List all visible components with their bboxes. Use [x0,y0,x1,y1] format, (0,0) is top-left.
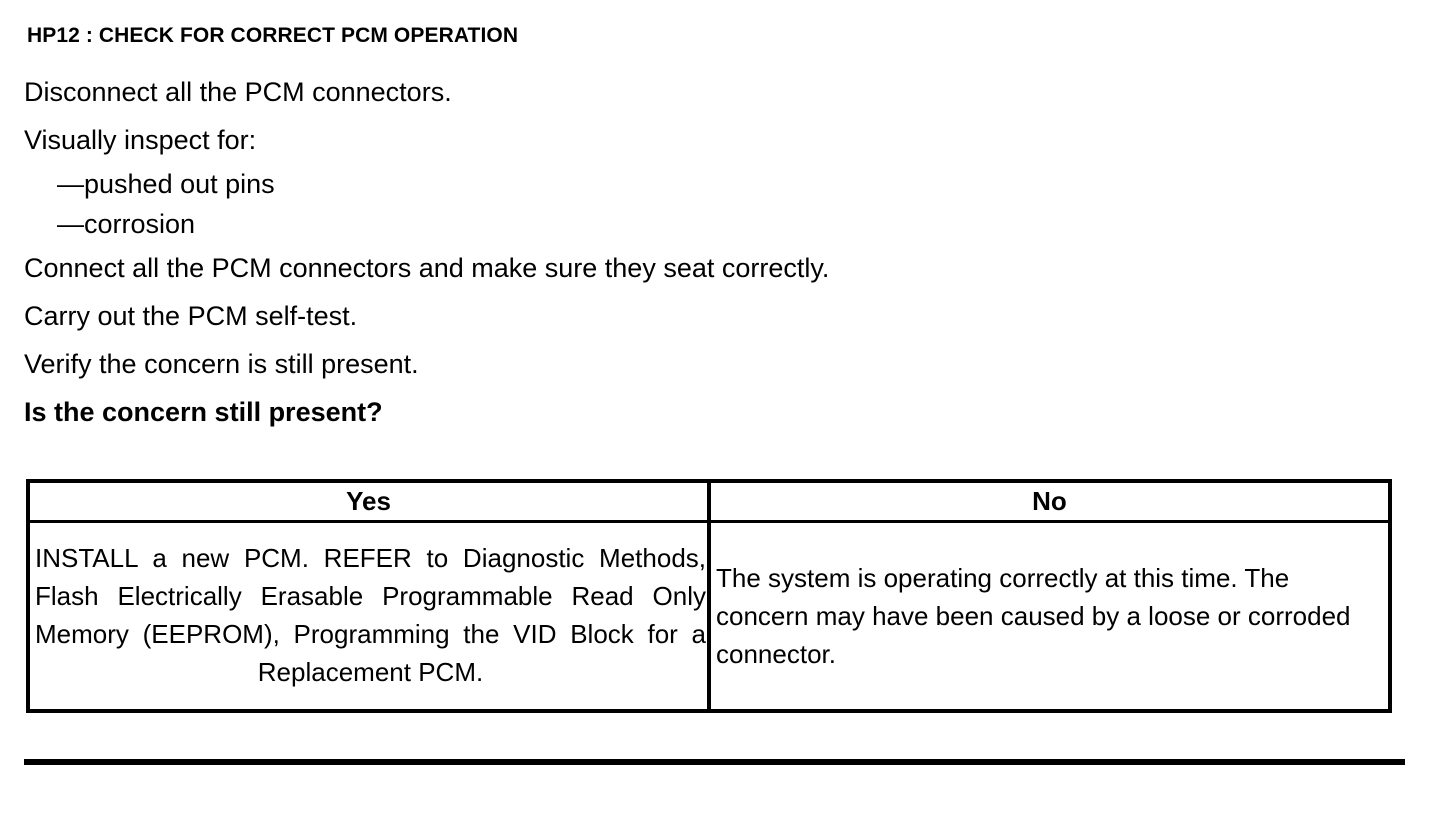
bottom-rule-divider [24,759,1405,765]
cell-yes-action: INSTALL a new PCM. REFER to Diagnostic M… [28,521,711,711]
instruction-subitem: —pushed out pins [57,169,275,199]
cell-no-action: The system is operating correctly at thi… [709,522,1390,712]
cell-yes-text: INSTALL a new PCM. REFER to Diagnostic M… [35,543,706,687]
table-header-row: Yes No [28,481,1390,523]
instruction-subitem: —corrosion [57,209,196,239]
instruction-line: Visually inspect for: [24,125,257,155]
table-row: INSTALL a new PCM. REFER to Diagnostic M… [28,521,1390,712]
instruction-line: Carry out the PCM self-test. [24,301,358,331]
instruction-list: Disconnect all the PCM connectors. Visua… [24,68,1404,436]
decision-table: Yes No INSTALL a new PCM. REFER to Diagn… [26,479,1392,713]
step-heading: HP12 : CHECK FOR CORRECT PCM OPERATION [27,24,519,47]
instruction-line: Verify the concern is still present. [24,349,419,379]
cell-no-text: The system is operating correctly at thi… [716,563,1351,669]
decision-question: Is the concern still present? [24,397,383,427]
instruction-line: Connect all the PCM connectors and make … [24,253,830,283]
instruction-line: Disconnect all the PCM connectors. [24,77,452,107]
column-header-yes: Yes [28,481,711,523]
column-header-no: No [709,481,1390,523]
